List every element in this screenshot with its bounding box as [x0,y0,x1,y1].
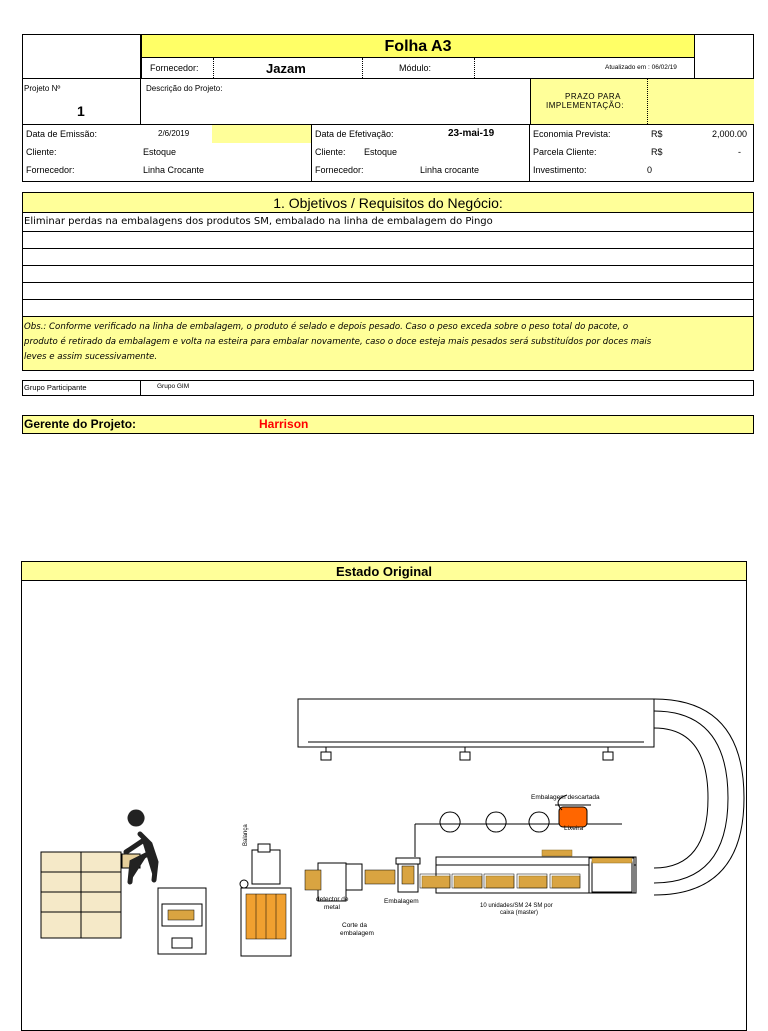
gerente-value: Harrison [259,417,309,431]
label-unidades-1: 10 unidades/SM 24 SM por [480,903,553,909]
label-detector-1: detector de [316,896,349,903]
objetivos-line1: Eliminar perdas na embalagens dos produt… [24,216,493,227]
economia-label: Economia Prevista: [533,129,611,139]
economia-currency: R$ [651,129,663,139]
investimento-value: 0 [647,165,653,175]
obs-box [23,317,753,370]
data-efetivacao-value: 23-mai-19 [448,128,495,139]
page-title: Folha A3 [384,38,452,55]
fornecedor2-label: Fornecedor: [315,165,364,175]
objetivos-title: 1. Objetivos / Requisitos do Negócio: [273,195,503,211]
prazo-box [530,79,754,124]
gerente-label: Gerente do Projeto: [24,417,137,431]
grupo-value: Grupo GIM [157,383,190,390]
cliente2-label: Cliente: [315,147,346,157]
prazo-line2: IMPLEMENTAÇÃO: [546,101,624,110]
obs-line2: produto é retirado da embalagem e volta … [24,337,652,347]
fornecedor2-value: Linha crocante [420,165,480,175]
label-unidades-2: caixa (master) [500,910,539,916]
info-fornecedor-label: Fornecedor: [26,165,75,175]
cliente2-value: Estoque [364,147,398,157]
grupo-label: Grupo Participante [24,383,87,392]
overhead-conveyor [297,698,655,748]
gerente-row [22,415,754,434]
detector-metal [317,862,347,902]
lixeira-bin [558,806,588,828]
emissao-highlight [212,125,311,143]
fornecedor-label: Fornecedor: [150,63,199,73]
modulo-label: Módulo: [399,63,432,73]
data-efetivacao-label: Data de Efetivação: [315,129,394,139]
objetivos-block [22,192,754,371]
prazo-line1: PRAZO PARA [565,92,621,101]
descricao-label: Descrição do Projeto: [146,84,223,93]
label-balanca: Balança [243,824,249,846]
label-lixeira: Lixeira [564,825,584,832]
parcela-value: - [738,147,741,157]
label-descartada: Embalagem descartada [531,794,600,801]
cliente-value: Estoque [143,147,177,157]
curved-conveyor [653,698,745,896]
info-fornecedor-value: Linha Crocante [143,165,205,175]
production-line-diagram [40,698,745,957]
obs-line3: leves e assim sucessivamente. [24,352,158,362]
worker-figure [123,809,159,885]
label-detector-2: metal [324,904,340,911]
projeto-label: Projeto Nº [24,84,61,93]
investimento-label: Investimento: [533,165,587,175]
fornecedor-row [141,58,695,78]
economia-value: 2,000.00 [712,129,748,139]
cliente-label: Cliente: [26,147,57,157]
estado-title-bar: Estado Original [22,562,746,581]
data-emissao-value: 2/6/2019 [158,129,190,138]
obs-line1: Obs.: Conforme verificado na linha de em… [24,322,629,332]
projeto-value: 1 [77,103,85,119]
fornecedor-value: Jazam [266,61,306,76]
parcela-currency: R$ [651,147,663,157]
data-emissao-label: Data de Emissão: [26,129,98,139]
grupo-row [22,380,754,396]
estado-title: Estado Original [335,564,433,579]
atualizado-text: Atualizado em : 06/02/19 [605,64,677,71]
objetivos-title-bar: 1. Objetivos / Requisitos do Negócio: [23,193,753,213]
label-corte-2: embalagem [340,930,374,937]
parcela-label: Parcela Cliente: [533,147,597,157]
title-bar: Folha A3 [141,35,695,58]
label-embalagem: Embalagem [384,898,419,905]
label-corte-1: Corte da [342,922,367,929]
